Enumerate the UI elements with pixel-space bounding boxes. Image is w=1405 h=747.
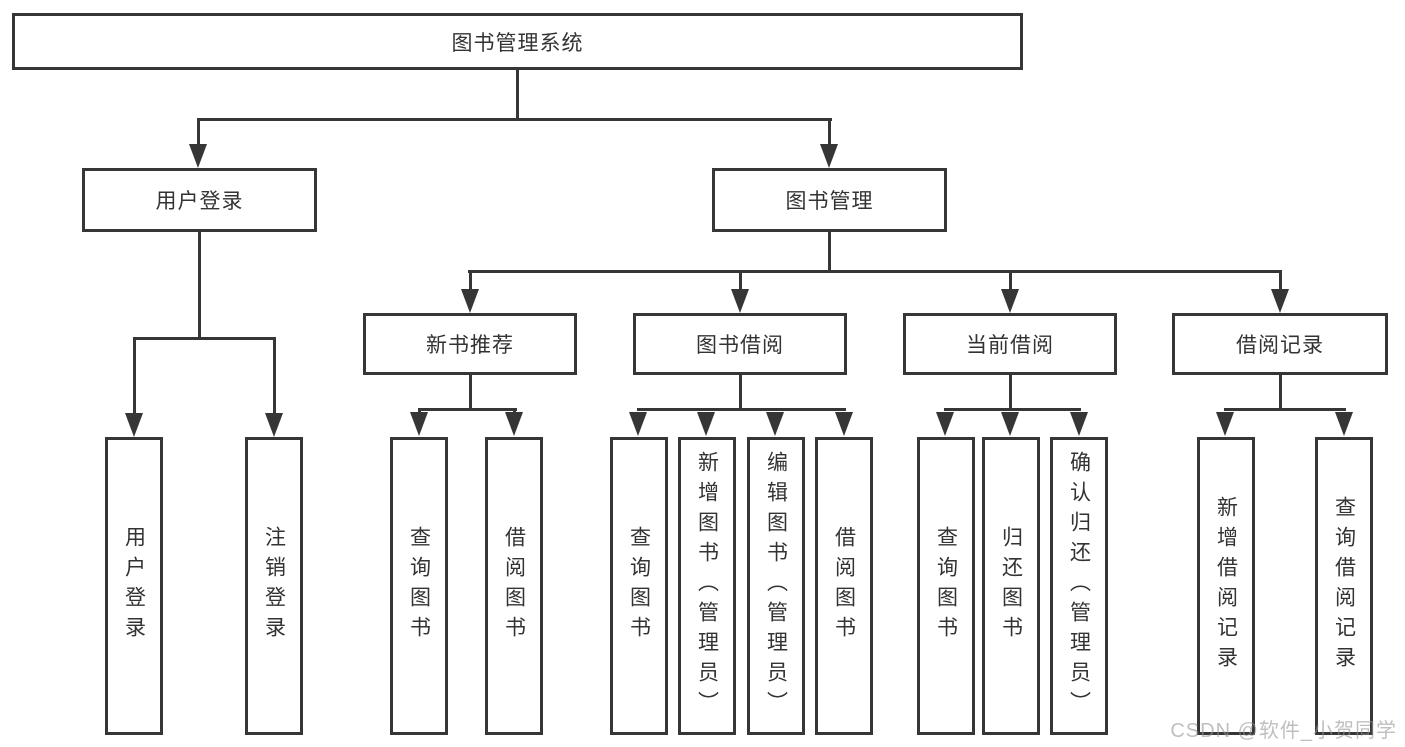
node-label: 新增图书（管理员） [695, 451, 719, 721]
connector-line [273, 340, 276, 415]
arrowhead-down [1271, 289, 1289, 313]
node-label: 新增借阅记录 [1214, 496, 1238, 676]
arrowhead-down [189, 144, 207, 168]
arrowhead-down [1216, 412, 1234, 436]
connector-line [133, 340, 136, 415]
node-book-management: 图书管理 [712, 168, 947, 232]
node-library-management-system: 图书管理系统 [12, 13, 1023, 70]
connector-line [1279, 273, 1282, 291]
node-label: 借阅图书 [832, 526, 856, 646]
node-label: 图书管理系统 [451, 31, 584, 55]
node-label: 查询图书 [407, 526, 431, 646]
arrowhead-down [697, 412, 715, 436]
node-label: 编辑图书（管理员） [764, 451, 788, 721]
node-label: 图书管理 [785, 190, 874, 213]
node-label: 归还图书 [999, 526, 1023, 646]
node-label: 借阅记录 [1236, 334, 1324, 357]
connector-line [133, 337, 276, 340]
connector-line [739, 273, 742, 291]
connector-line [197, 118, 832, 121]
connector-line [468, 270, 1282, 273]
arrowhead-down [125, 413, 143, 437]
connector-line [1009, 273, 1012, 291]
connector-line [469, 375, 472, 408]
node-label: 查询借阅记录 [1332, 496, 1356, 676]
connector-line [637, 408, 846, 411]
arrowhead-down [1070, 412, 1088, 436]
arrowhead-down [820, 144, 838, 168]
connector-line [1279, 375, 1282, 408]
node-label: 查询图书 [627, 526, 651, 646]
node-new-book-recommend: 新书推荐 [363, 313, 577, 375]
leaf-user-login: 用户登录 [105, 437, 163, 735]
node-user-login: 用户登录 [82, 168, 317, 232]
connector-line [828, 121, 831, 147]
connector-line [739, 375, 742, 408]
arrowhead-down [410, 412, 428, 436]
node-label: 当前借阅 [966, 334, 1054, 357]
leaf-borrow-books-borrowing: 借阅图书 [815, 437, 873, 735]
node-current-borrowing: 当前借阅 [903, 313, 1117, 375]
arrowhead-down [1335, 412, 1353, 436]
arrowhead-down [936, 412, 954, 436]
leaf-add-book-admin: 新增图书（管理员） [678, 437, 736, 735]
leaf-query-books-recommend: 查询图书 [390, 437, 448, 735]
arrowhead-down [461, 289, 479, 313]
connector-line [828, 232, 831, 270]
arrowhead-down [629, 412, 647, 436]
node-book-borrowing: 图书借阅 [633, 313, 847, 375]
node-borrowing-records: 借阅记录 [1172, 313, 1388, 375]
leaf-logout-login: 注销登录 [245, 437, 303, 735]
node-label: 确认归还（管理员） [1067, 451, 1091, 721]
arrowhead-down [835, 412, 853, 436]
leaf-add-borrow-record: 新增借阅记录 [1197, 437, 1255, 735]
node-label: 图书借阅 [696, 334, 784, 357]
leaf-borrow-books-recommend: 借阅图书 [485, 437, 543, 735]
arrowhead-down [766, 412, 784, 436]
arrowhead-down [731, 289, 749, 313]
node-label: 借阅图书 [502, 526, 526, 646]
connector-line [1009, 375, 1012, 408]
leaf-confirm-return-admin: 确认归还（管理员） [1050, 437, 1108, 735]
connector-line [418, 408, 517, 411]
node-label: 查询图书 [934, 526, 958, 646]
leaf-query-books-borrowing: 查询图书 [610, 437, 668, 735]
connector-line [198, 232, 201, 337]
connector-line [944, 408, 1081, 411]
arrowhead-down [1001, 412, 1019, 436]
leaf-query-borrow-record: 查询借阅记录 [1315, 437, 1373, 735]
arrowhead-down [265, 413, 283, 437]
connector-line [469, 273, 472, 291]
node-label: 新书推荐 [426, 334, 514, 357]
node-label: 用户登录 [155, 190, 244, 213]
leaf-query-books-current: 查询图书 [917, 437, 975, 735]
node-label: 注销登录 [262, 526, 286, 646]
leaf-edit-book-admin: 编辑图书（管理员） [747, 437, 805, 735]
connector-line [197, 121, 200, 147]
csdn-watermark: CSDN @软件_小贺同学 [1170, 720, 1397, 742]
connector-line [516, 70, 519, 118]
arrowhead-down [505, 412, 523, 436]
connector-line [1224, 408, 1346, 411]
leaf-return-books: 归还图书 [982, 437, 1040, 735]
arrowhead-down [1001, 289, 1019, 313]
node-label: 用户登录 [122, 526, 146, 646]
